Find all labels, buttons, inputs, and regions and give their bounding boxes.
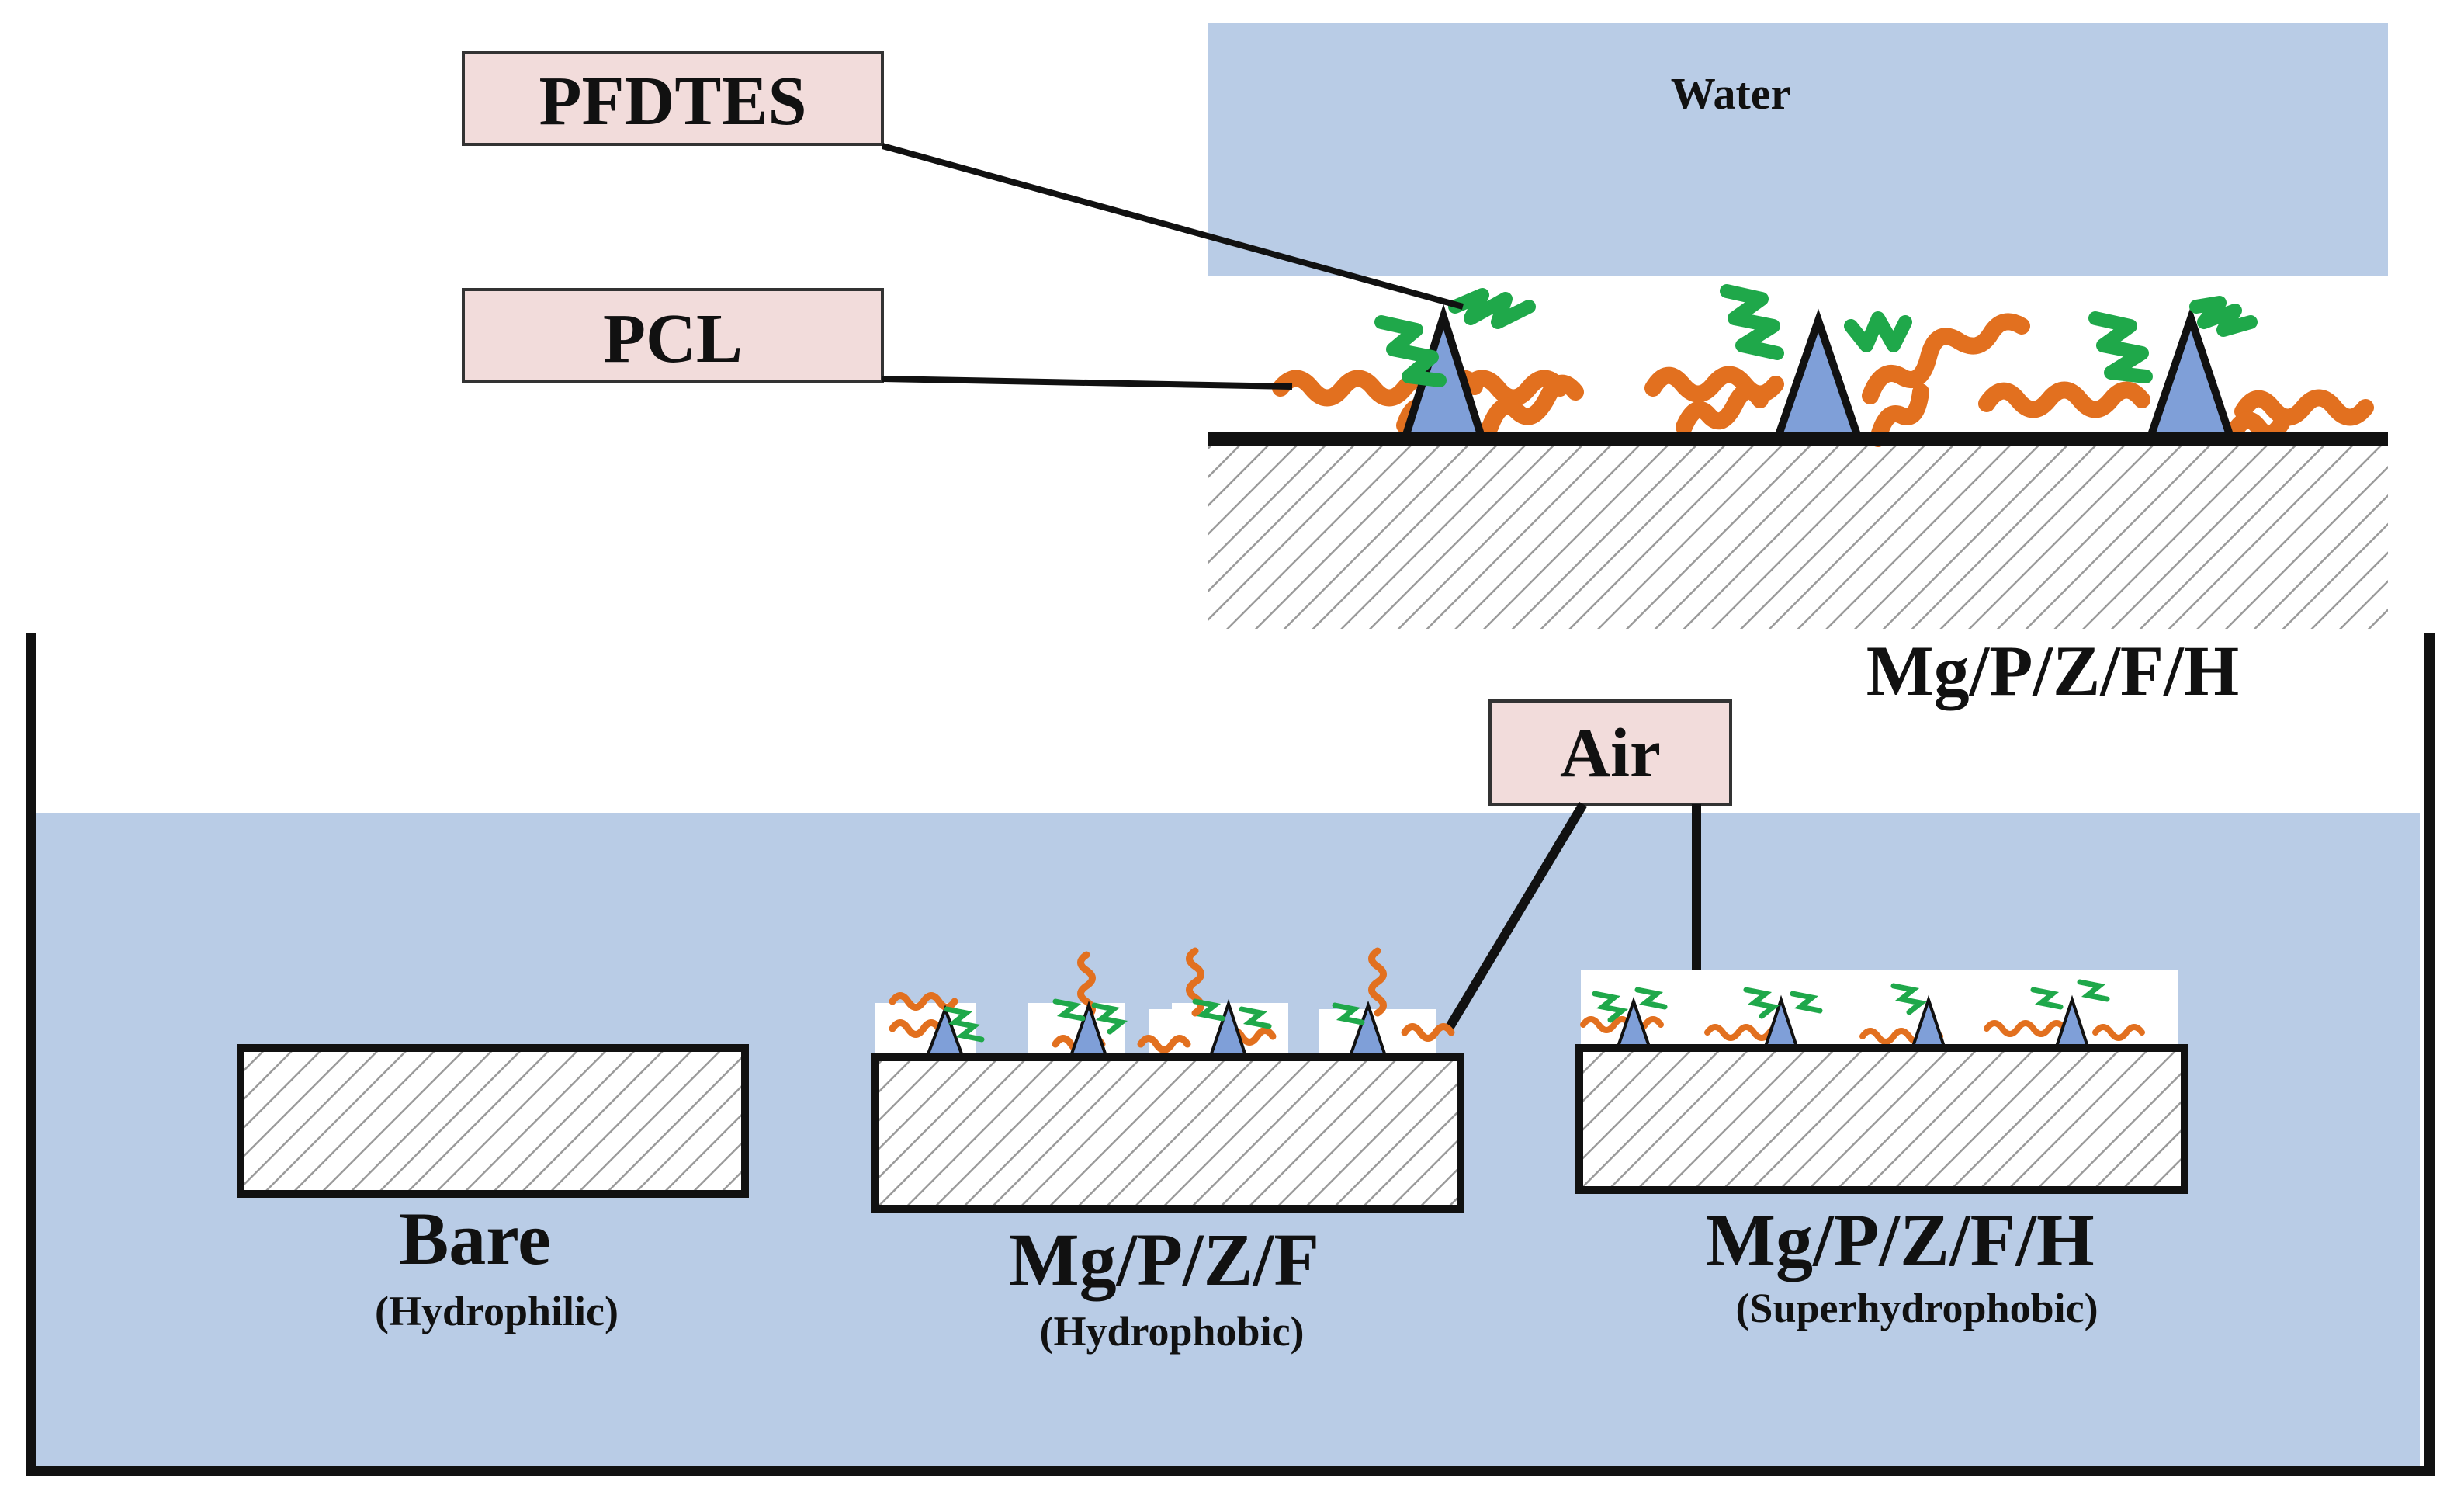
sample-property: (Hydrophobic) xyxy=(1039,1308,1304,1355)
superhydrophobic-substrate xyxy=(1575,1044,2188,1194)
sample-name: Mg/P/Z/F/H xyxy=(1705,1199,2094,1282)
inset-sample-label: Mg/P/Z/F/H xyxy=(1866,631,2239,710)
sample3-pfdtes-chains xyxy=(1592,979,2110,1023)
pcl-label: PCL xyxy=(603,300,743,377)
air-leader-hydrophobic xyxy=(1443,801,1588,1034)
pfdtes-label: PFDTES xyxy=(539,63,806,140)
sample-bare: Bare (Hydrophilic) xyxy=(237,1044,749,1334)
inset-pfdtes-chains xyxy=(1374,284,2258,387)
pfdtes-label-box xyxy=(462,51,884,146)
air-label: Air xyxy=(1560,715,1661,792)
spike-icon xyxy=(1771,308,1864,443)
hydrophobic-substrate xyxy=(871,1053,1464,1213)
sample-property: (Hydrophilic) xyxy=(375,1288,619,1334)
pfdtes-leader-line xyxy=(881,143,1464,310)
sample-name: Bare xyxy=(399,1197,551,1280)
inset-water-layer xyxy=(1208,23,2388,276)
inset-water-label: Water xyxy=(1671,68,1791,119)
sample-superhydrophobic: Mg/P/Z/F/H (Superhydrophobic) xyxy=(1575,970,2188,1331)
pcl-label-box xyxy=(462,288,884,383)
air-callout: Air xyxy=(1443,699,1732,1034)
sample-property: (Superhydrophobic) xyxy=(1735,1285,2098,1331)
pcl-leader-line xyxy=(882,376,1293,390)
inset-magnified-view: Water xyxy=(462,23,2388,710)
inset-substrate xyxy=(1208,441,2388,629)
spike-icon xyxy=(2144,306,2237,443)
bare-substrate xyxy=(237,1044,749,1198)
sample-hydrophobic: Mg/P/Z/F (Hydrophobic) xyxy=(871,947,1464,1355)
sample-name: Mg/P/Z/F xyxy=(1009,1218,1319,1301)
sample2-pfdtes-chains xyxy=(944,998,1365,1043)
air-label-box xyxy=(1488,699,1732,806)
